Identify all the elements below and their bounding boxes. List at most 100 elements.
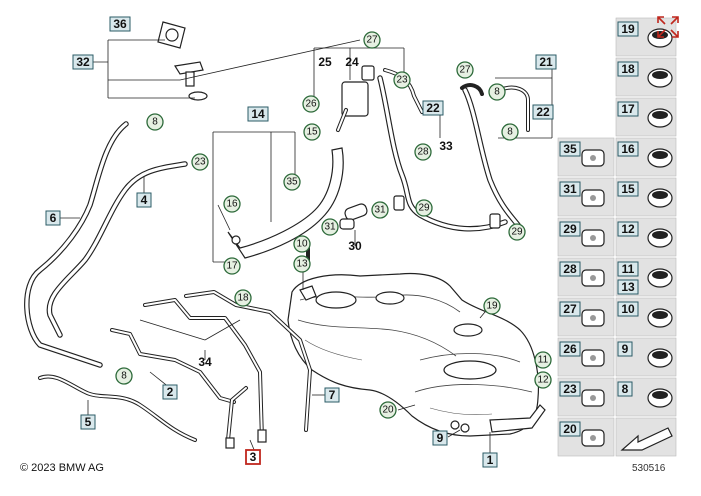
callout-29[interactable]: 29 (415, 199, 433, 217)
callout-5[interactable]: 5 (80, 414, 96, 430)
legend-cell[interactable]: 12 (615, 217, 677, 257)
callout-circle (363, 31, 381, 49)
callout-9[interactable]: 9 (432, 430, 448, 446)
callout-number: 5 (85, 415, 92, 429)
callout-6[interactable]: 6 (45, 210, 61, 226)
callout-27[interactable]: 27 (363, 31, 381, 49)
legend-number: 16 (621, 142, 635, 156)
callout-11[interactable]: 11 (534, 351, 552, 369)
legend-cell[interactable]: 35 (557, 137, 615, 177)
legend-number-box (559, 141, 581, 157)
callout-10[interactable]: 10 (293, 235, 311, 253)
legend-cell[interactable]: 20 (557, 417, 615, 457)
legend-number-box (617, 261, 639, 277)
callout-29[interactable]: 29 (508, 223, 526, 241)
legend-arrow-cell (615, 417, 677, 457)
legend-part-icon-detail (590, 155, 596, 161)
callout-4[interactable]: 4 (136, 192, 152, 208)
callout-13[interactable]: 13 (293, 255, 311, 273)
callout-circle (302, 95, 320, 113)
callout-36[interactable]: 36 (109, 16, 131, 32)
legend-cell[interactable]: 15 (615, 177, 677, 217)
callout-21[interactable]: 21 (535, 54, 557, 70)
legend-number-box (617, 141, 639, 157)
legend-part-icon-detail (590, 195, 596, 201)
legend-cell[interactable]: 26 (557, 337, 615, 377)
callout-number: 25 (318, 55, 332, 69)
callout-8[interactable]: 8 (146, 113, 164, 131)
callout-27[interactable]: 27 (456, 61, 474, 79)
callout-23[interactable]: 23 (393, 71, 411, 89)
legend-number: 18 (621, 62, 635, 76)
expand-arrows-icon[interactable] (656, 15, 680, 39)
callout-2[interactable]: 2 (162, 384, 178, 400)
copyright-text: © 2023 BMW AG (20, 462, 104, 474)
callout-25[interactable]: 25 (318, 55, 332, 69)
callout-32[interactable]: 32 (72, 54, 94, 70)
callout-17[interactable]: 17 (223, 257, 241, 275)
legend-part-icon-detail (652, 71, 668, 79)
callout-7[interactable]: 7 (324, 387, 340, 403)
callout-31[interactable]: 31 (321, 218, 339, 236)
callout-number: 14 (251, 107, 265, 121)
callout-circle (488, 83, 506, 101)
callout-number: 7 (329, 388, 336, 402)
callout-1[interactable]: 1 (482, 452, 498, 468)
legend-cell[interactable]: 28 (557, 257, 615, 297)
callout-24[interactable]: 24 (345, 55, 359, 69)
direction-arrow-icon (620, 427, 673, 451)
callout-number: 33 (439, 139, 453, 153)
callout-34[interactable]: 34 (198, 355, 212, 369)
legend-cell[interactable]: 29 (557, 217, 615, 257)
callout-20[interactable]: 20 (379, 401, 397, 419)
callout-circle (501, 123, 519, 141)
callout-box (324, 387, 340, 403)
callout-3[interactable]: 3 (245, 449, 261, 465)
callout-8[interactable]: 8 (115, 367, 133, 385)
callout-14[interactable]: 14 (247, 106, 269, 122)
callout-box (482, 452, 498, 468)
callout-19[interactable]: 19 (483, 297, 501, 315)
legend-cell[interactable]: 8 (615, 377, 677, 417)
callout-8[interactable]: 8 (488, 83, 506, 101)
callout-31[interactable]: 31 (371, 201, 389, 219)
callout-18[interactable]: 18 (234, 289, 252, 307)
callout-circle (371, 201, 389, 219)
callout-12[interactable]: 12 (534, 371, 552, 389)
legend-number-box (617, 21, 639, 37)
legend-cell[interactable]: 31 (557, 177, 615, 217)
legend-cell[interactable]: 10 (615, 297, 677, 337)
legend-number-box (559, 421, 581, 437)
legend-part-icon-detail (590, 395, 596, 401)
callout-28[interactable]: 28 (414, 143, 432, 161)
legend-number: 31 (563, 182, 577, 196)
callout-number: 8 (121, 371, 127, 382)
callout-22[interactable]: 22 (422, 100, 444, 116)
callout-number: 1 (487, 453, 494, 467)
callout-33[interactable]: 33 (439, 139, 453, 153)
callout-number: 23 (194, 157, 206, 168)
legend-cell[interactable]: 23 (557, 377, 615, 417)
callout-8[interactable]: 8 (501, 123, 519, 141)
legend-number-box (559, 181, 581, 197)
legend-cell[interactable]: 18 (615, 57, 677, 97)
legend-cell[interactable]: 9 (615, 337, 677, 377)
legend-part-icon-detail (590, 435, 596, 441)
callout-26[interactable]: 26 (302, 95, 320, 113)
callout-23[interactable]: 23 (191, 153, 209, 171)
legend-cell[interactable]: 17 (615, 97, 677, 137)
callout-box (535, 54, 557, 70)
callout-16[interactable]: 16 (223, 195, 241, 213)
callout-15[interactable]: 15 (303, 123, 321, 141)
callout-number: 31 (324, 222, 336, 233)
legend-number: 27 (563, 302, 577, 316)
callout-22[interactable]: 22 (532, 104, 554, 120)
legend-cell[interactable]: 27 (557, 297, 615, 337)
callout-30[interactable]: 30 (348, 239, 362, 253)
legend-cell[interactable]: 16 (615, 137, 677, 177)
callout-35[interactable]: 35 (283, 173, 301, 191)
legend-number-box (617, 301, 639, 317)
